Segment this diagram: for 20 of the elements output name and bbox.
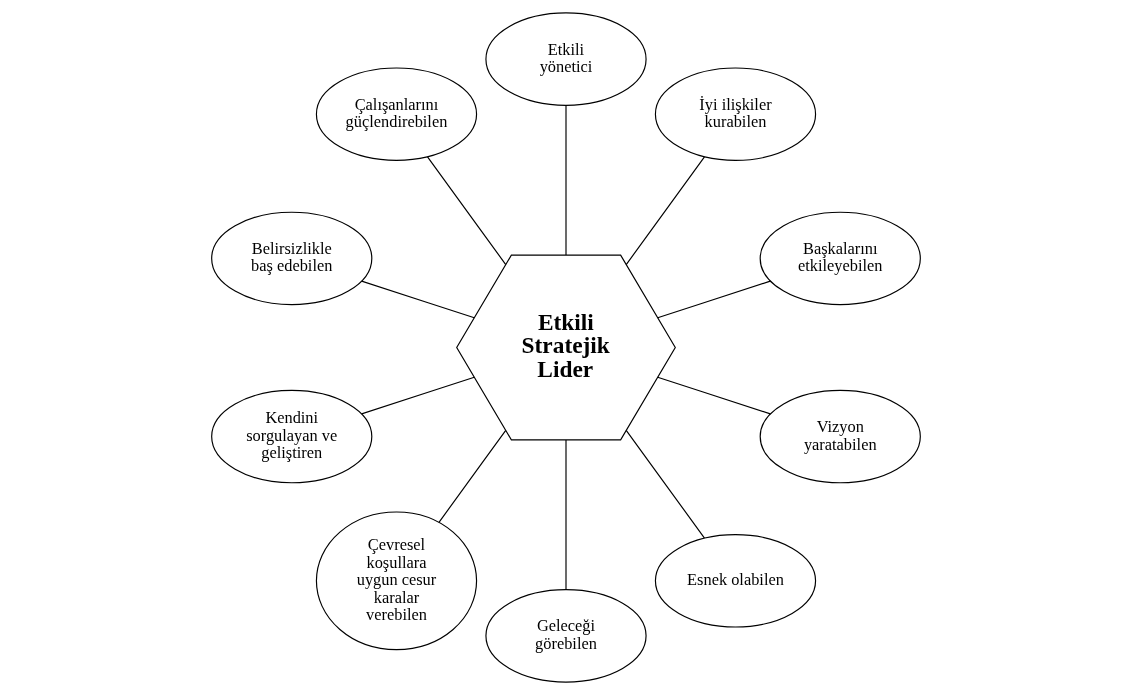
connector [656,280,771,319]
connector [625,156,705,266]
connector [625,429,705,539]
connector [426,156,506,266]
connector [360,280,475,319]
connector [437,429,506,523]
node-ellipse: Geleceği görebilen [484,589,647,683]
node-ellipse: Belirsizlikle baş edebilen [210,211,372,306]
connector [564,439,567,591]
node-ellipse: Vizyon yaratabilen [759,389,921,484]
node-ellipse: Esnek olabilen [654,534,816,628]
node-ellipse: Etkili yönetici [484,12,647,106]
connector [360,376,475,415]
connector [656,376,771,415]
node-ellipse: Başkalarını etkileyebilen [759,211,921,306]
node-ellipse: Çevresel koşullara uygun cesur karalar verebilen [315,511,477,651]
node-ellipse: İyi ilişkiler kurabilen [654,67,816,161]
connector [564,104,567,256]
node-ellipse: Çalışanlarını güçlendirebilen [315,67,477,161]
node-ellipse: Kendini sorgulayan ve geliştiren [210,389,372,484]
